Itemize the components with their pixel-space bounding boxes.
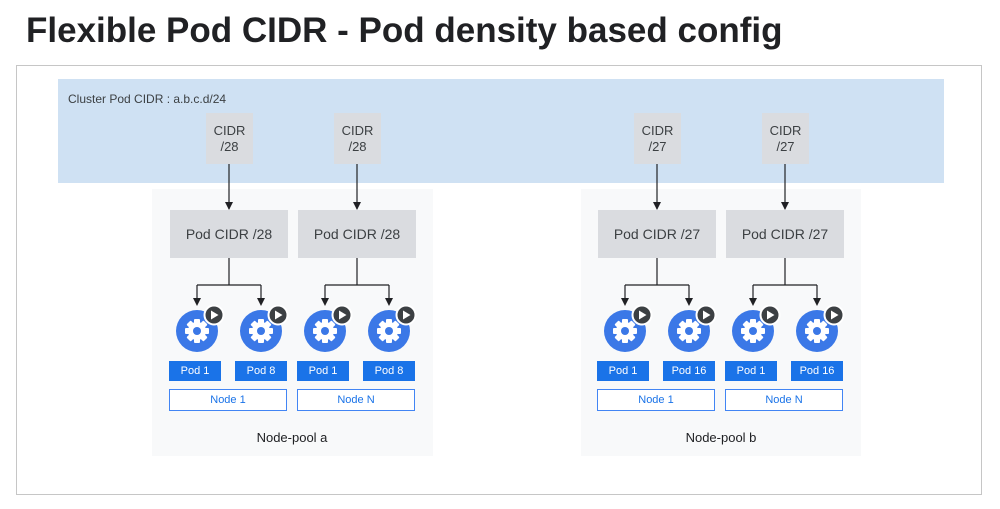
pod-label: Pod 8 (235, 361, 287, 381)
pod-icon (603, 304, 653, 353)
play-icon (395, 304, 417, 326)
pod-icon (303, 304, 353, 353)
pod-label: Pod 8 (363, 361, 415, 381)
page-title: Flexible Pod CIDR - Pod density based co… (26, 11, 783, 50)
node-box: Node N (297, 389, 415, 411)
pod-branch (624, 258, 690, 303)
gear-icon (240, 310, 282, 352)
pod-icon (667, 304, 717, 353)
cluster-pod-cidr-label: Cluster Pod CIDR : a.b.c.d/24 (68, 92, 227, 106)
pod-label: Pod 1 (169, 361, 221, 381)
cidr-box: CIDR /27 (634, 113, 681, 164)
pod-icon (731, 304, 781, 353)
pod-cidr-box: Pod CIDR /28 (298, 210, 416, 258)
pod-icon (175, 304, 225, 353)
cidr-box: CIDR /28 (206, 113, 253, 164)
pod-cidr-box: Pod CIDR /27 (598, 210, 716, 258)
node-box: Node 1 (597, 389, 715, 411)
pod-branch (752, 258, 818, 303)
pod-branch (196, 258, 262, 303)
pod-label: Pod 1 (597, 361, 649, 381)
pod-cidr-box: Pod CIDR /27 (726, 210, 844, 258)
play-icon (759, 304, 781, 326)
play-icon (267, 304, 289, 326)
play-icon (695, 304, 717, 326)
pod-cidr-box: Pod CIDR /28 (170, 210, 288, 258)
pod-icon (367, 304, 417, 353)
pod-label: Pod 16 (791, 361, 843, 381)
pod-label: Pod 1 (725, 361, 777, 381)
pod-branch (324, 258, 390, 303)
play-icon (823, 304, 845, 326)
cidr-box: CIDR /28 (334, 113, 381, 164)
cidr-box: CIDR /27 (762, 113, 809, 164)
play-icon (203, 304, 225, 326)
node-pool-label: Node-pool a (256, 430, 328, 445)
pod-label: Pod 1 (297, 361, 349, 381)
pod-label: Pod 16 (663, 361, 715, 381)
pod-icon (239, 304, 289, 353)
node-box: Node 1 (169, 389, 287, 411)
node-box: Node N (725, 389, 843, 411)
play-icon (631, 304, 653, 326)
pod-icon (795, 304, 845, 353)
node-pool-label: Node-pool b (685, 430, 757, 445)
play-icon (331, 304, 353, 326)
